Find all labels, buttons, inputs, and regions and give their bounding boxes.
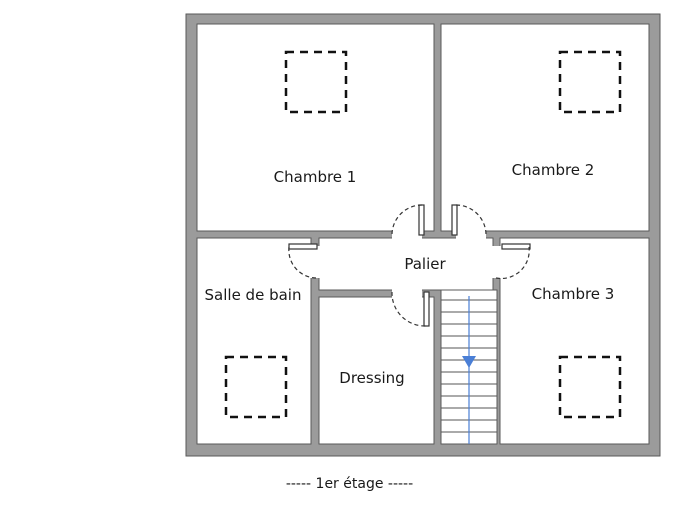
doors: [288, 204, 531, 327]
label-palier: Palier: [404, 255, 446, 273]
skylight-markers: [224, 50, 622, 419]
label-chambre-2: Chambre 2: [512, 161, 595, 179]
floor-caption: ----- 1er étage -----: [285, 476, 414, 492]
skylight-chambre-2: [558, 50, 622, 114]
skylight-chambre-1: [284, 50, 348, 114]
stair-direction-arrow: [462, 356, 476, 368]
skylight-salle-de-bain: [224, 355, 288, 419]
room-dressing: [318, 296, 435, 445]
room-palier: [318, 237, 494, 291]
room-chambre-3: [499, 237, 650, 445]
room-chambre-2: [440, 23, 650, 232]
door-openings: [309, 229, 503, 299]
room-salle-de-bain: [196, 237, 312, 445]
skylight-chambre-3: [558, 355, 622, 419]
label-salle-de-bain: Salle de bain: [205, 286, 302, 304]
label-chambre-1: Chambre 1: [274, 168, 357, 186]
label-chambre-3: Chambre 3: [532, 285, 615, 303]
label-dressing: Dressing: [339, 369, 404, 387]
room-chambre-1: [196, 23, 435, 232]
